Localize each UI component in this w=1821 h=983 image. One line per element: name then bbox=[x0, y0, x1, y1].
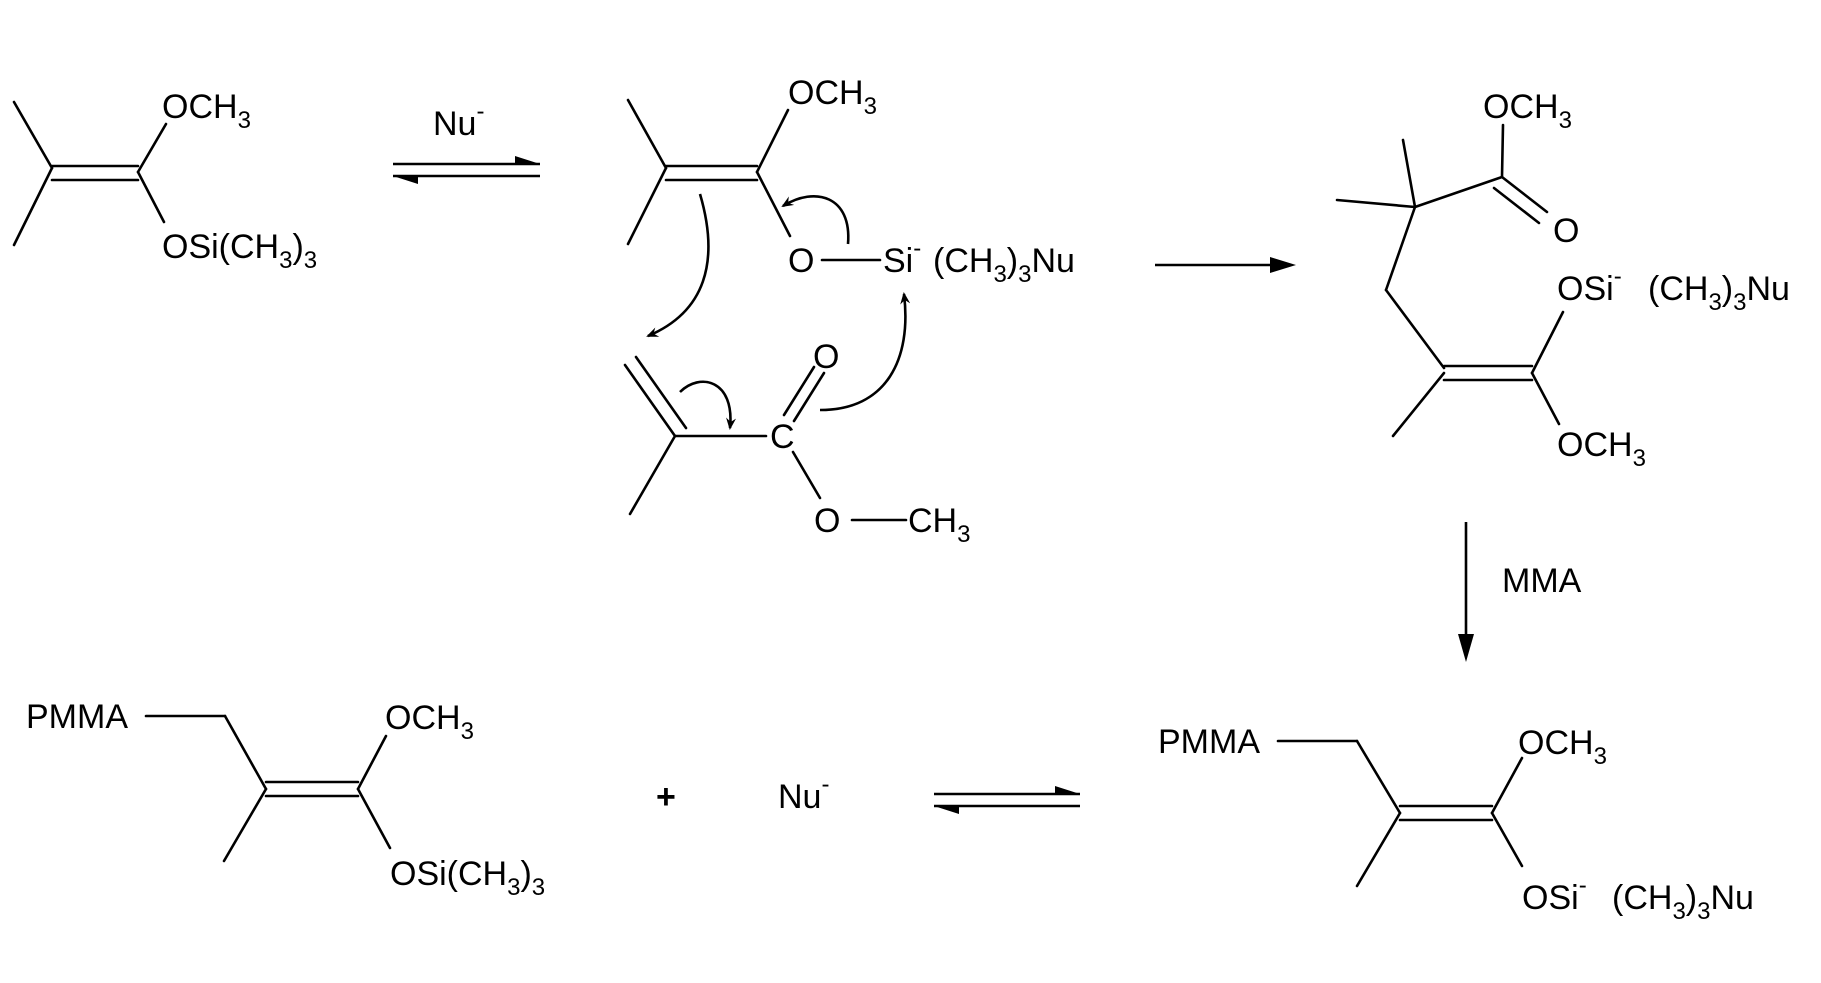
mma-ester-oxygen-label: O bbox=[814, 502, 840, 540]
dormant-trimethylsiloxy-label: OSi(CH3)3 bbox=[390, 855, 545, 901]
mma-carbonyl-carbon-label: C bbox=[770, 418, 795, 456]
ts-methoxy-label: OCH3 bbox=[788, 74, 877, 120]
living-pmma-label: PMMA bbox=[1158, 723, 1260, 761]
silyl-ketene-acetal: OCH3 OSi(CH3)3 bbox=[12, 88, 317, 274]
dormant-methoxy-label: OCH3 bbox=[385, 699, 474, 745]
curved-arrow-carbonyl-to-silicon bbox=[819, 292, 911, 412]
living-methoxy-label: OCH3 bbox=[1518, 724, 1607, 770]
adduct-enol-methoxy-label: OCH3 bbox=[1557, 426, 1646, 472]
mma-methyl-label: CH3 bbox=[908, 502, 970, 548]
living-silicon-substituents: (CH3)3Nu bbox=[1612, 879, 1754, 925]
adduct-siloxy-label: OSi- bbox=[1557, 263, 1622, 308]
curved-arrow-enolate-to-mma bbox=[646, 193, 710, 338]
equilibrium-arrow-dissociation bbox=[934, 786, 1080, 814]
released-nucleophile-label: Nu- bbox=[778, 771, 829, 816]
plus-sign: + bbox=[656, 778, 676, 816]
methoxy-label: OCH3 bbox=[162, 88, 251, 134]
michael-adduct: OCH3 O OSi- (CH3)3Nu OCH3 bbox=[1335, 88, 1790, 472]
living-chain-end: PMMA OCH3 OSi- (CH3)3Nu bbox=[1158, 723, 1754, 925]
nucleophile-label: Nu- bbox=[433, 98, 484, 143]
reaction-arrow-addition-head bbox=[1270, 257, 1296, 273]
mma-carbonyl-oxygen-label: O bbox=[813, 338, 839, 376]
equilibrium-arrow-activation: Nu- bbox=[393, 98, 540, 184]
reaction-arrow-propagation-head bbox=[1458, 634, 1474, 662]
ts-oxygen-label: O bbox=[788, 242, 814, 280]
dormant-pmma-label: PMMA bbox=[26, 698, 128, 736]
living-siloxy-label: OSi- bbox=[1522, 872, 1587, 917]
curved-arrow-silicon-to-oxygen bbox=[781, 194, 850, 245]
ts-silicon-substituents: (CH3)3Nu bbox=[933, 242, 1075, 288]
adduct-carbonyl-oxygen-label: O bbox=[1553, 212, 1579, 250]
monomer-reagent-label: MMA bbox=[1502, 562, 1582, 600]
transition-state: OCH3 O Si- (CH3)3Nu O C O CH3 bbox=[623, 74, 1075, 548]
trimethylsiloxy-label: OSi(CH3)3 bbox=[162, 228, 317, 274]
curved-arrow-vinyl-to-carbonyl bbox=[679, 380, 737, 430]
dormant-chain-end: PMMA OCH3 OSi(CH3)3 bbox=[26, 698, 545, 901]
pentacoordinate-silicon-label: Si- bbox=[883, 235, 921, 280]
adduct-silicon-substituents: (CH3)3Nu bbox=[1648, 270, 1790, 316]
adduct-ester-methoxy-label: OCH3 bbox=[1483, 88, 1572, 134]
